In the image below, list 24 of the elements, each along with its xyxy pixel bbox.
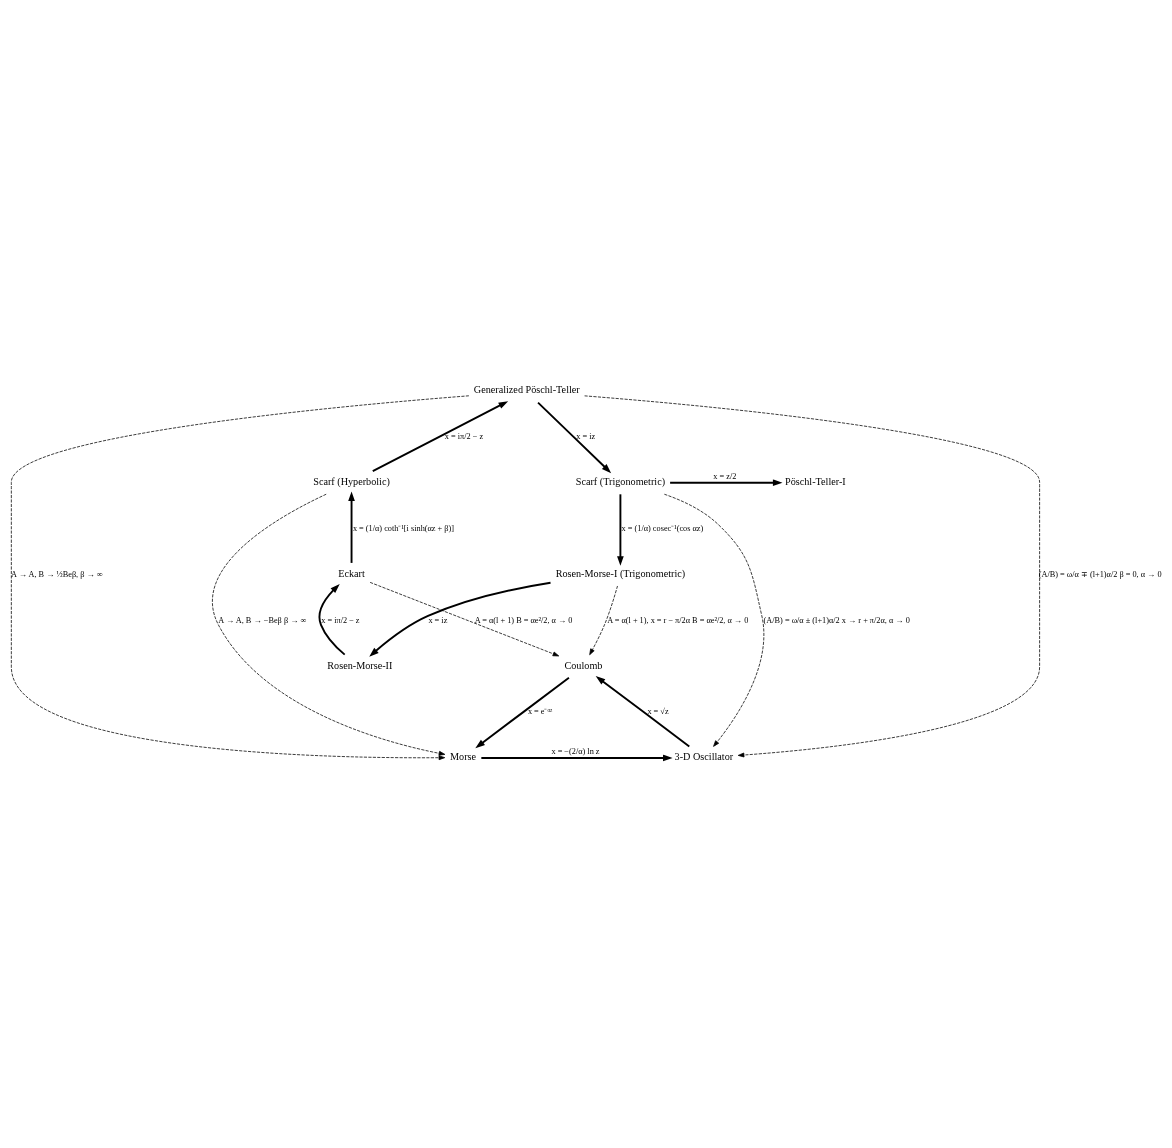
node-text: Rosen-Morse-I (Trigonometric): [555, 567, 686, 579]
arrow: [318, 583, 346, 656]
node-text: Morse: [450, 750, 477, 762]
arrow: [595, 675, 691, 747]
arrow: [663, 493, 765, 747]
arrow: [584, 395, 1040, 757]
arrow: [669, 478, 783, 486]
arrow: [480, 754, 673, 761]
node-text: Rosen-Morse-II: [327, 659, 393, 671]
node-text: 3-D Oscillator: [674, 750, 734, 762]
arrow: [348, 490, 355, 564]
node-text: Generalized Pöschl-Teller: [473, 383, 580, 395]
node-text: Scarf (Trigonometric): [575, 475, 666, 487]
arrow: [212, 493, 446, 756]
node-text: Pöschl-Teller-I: [784, 475, 846, 487]
node-text: Eckart: [338, 567, 365, 579]
node-text: Scarf (Hyperbolic): [313, 475, 390, 487]
arrow: [10, 394, 470, 760]
arrow: [537, 401, 612, 473]
arrow: [371, 400, 509, 472]
arrow: [475, 676, 570, 748]
node-text: Coulomb: [564, 659, 603, 671]
arrow: [617, 492, 624, 566]
arrow: [589, 585, 618, 655]
